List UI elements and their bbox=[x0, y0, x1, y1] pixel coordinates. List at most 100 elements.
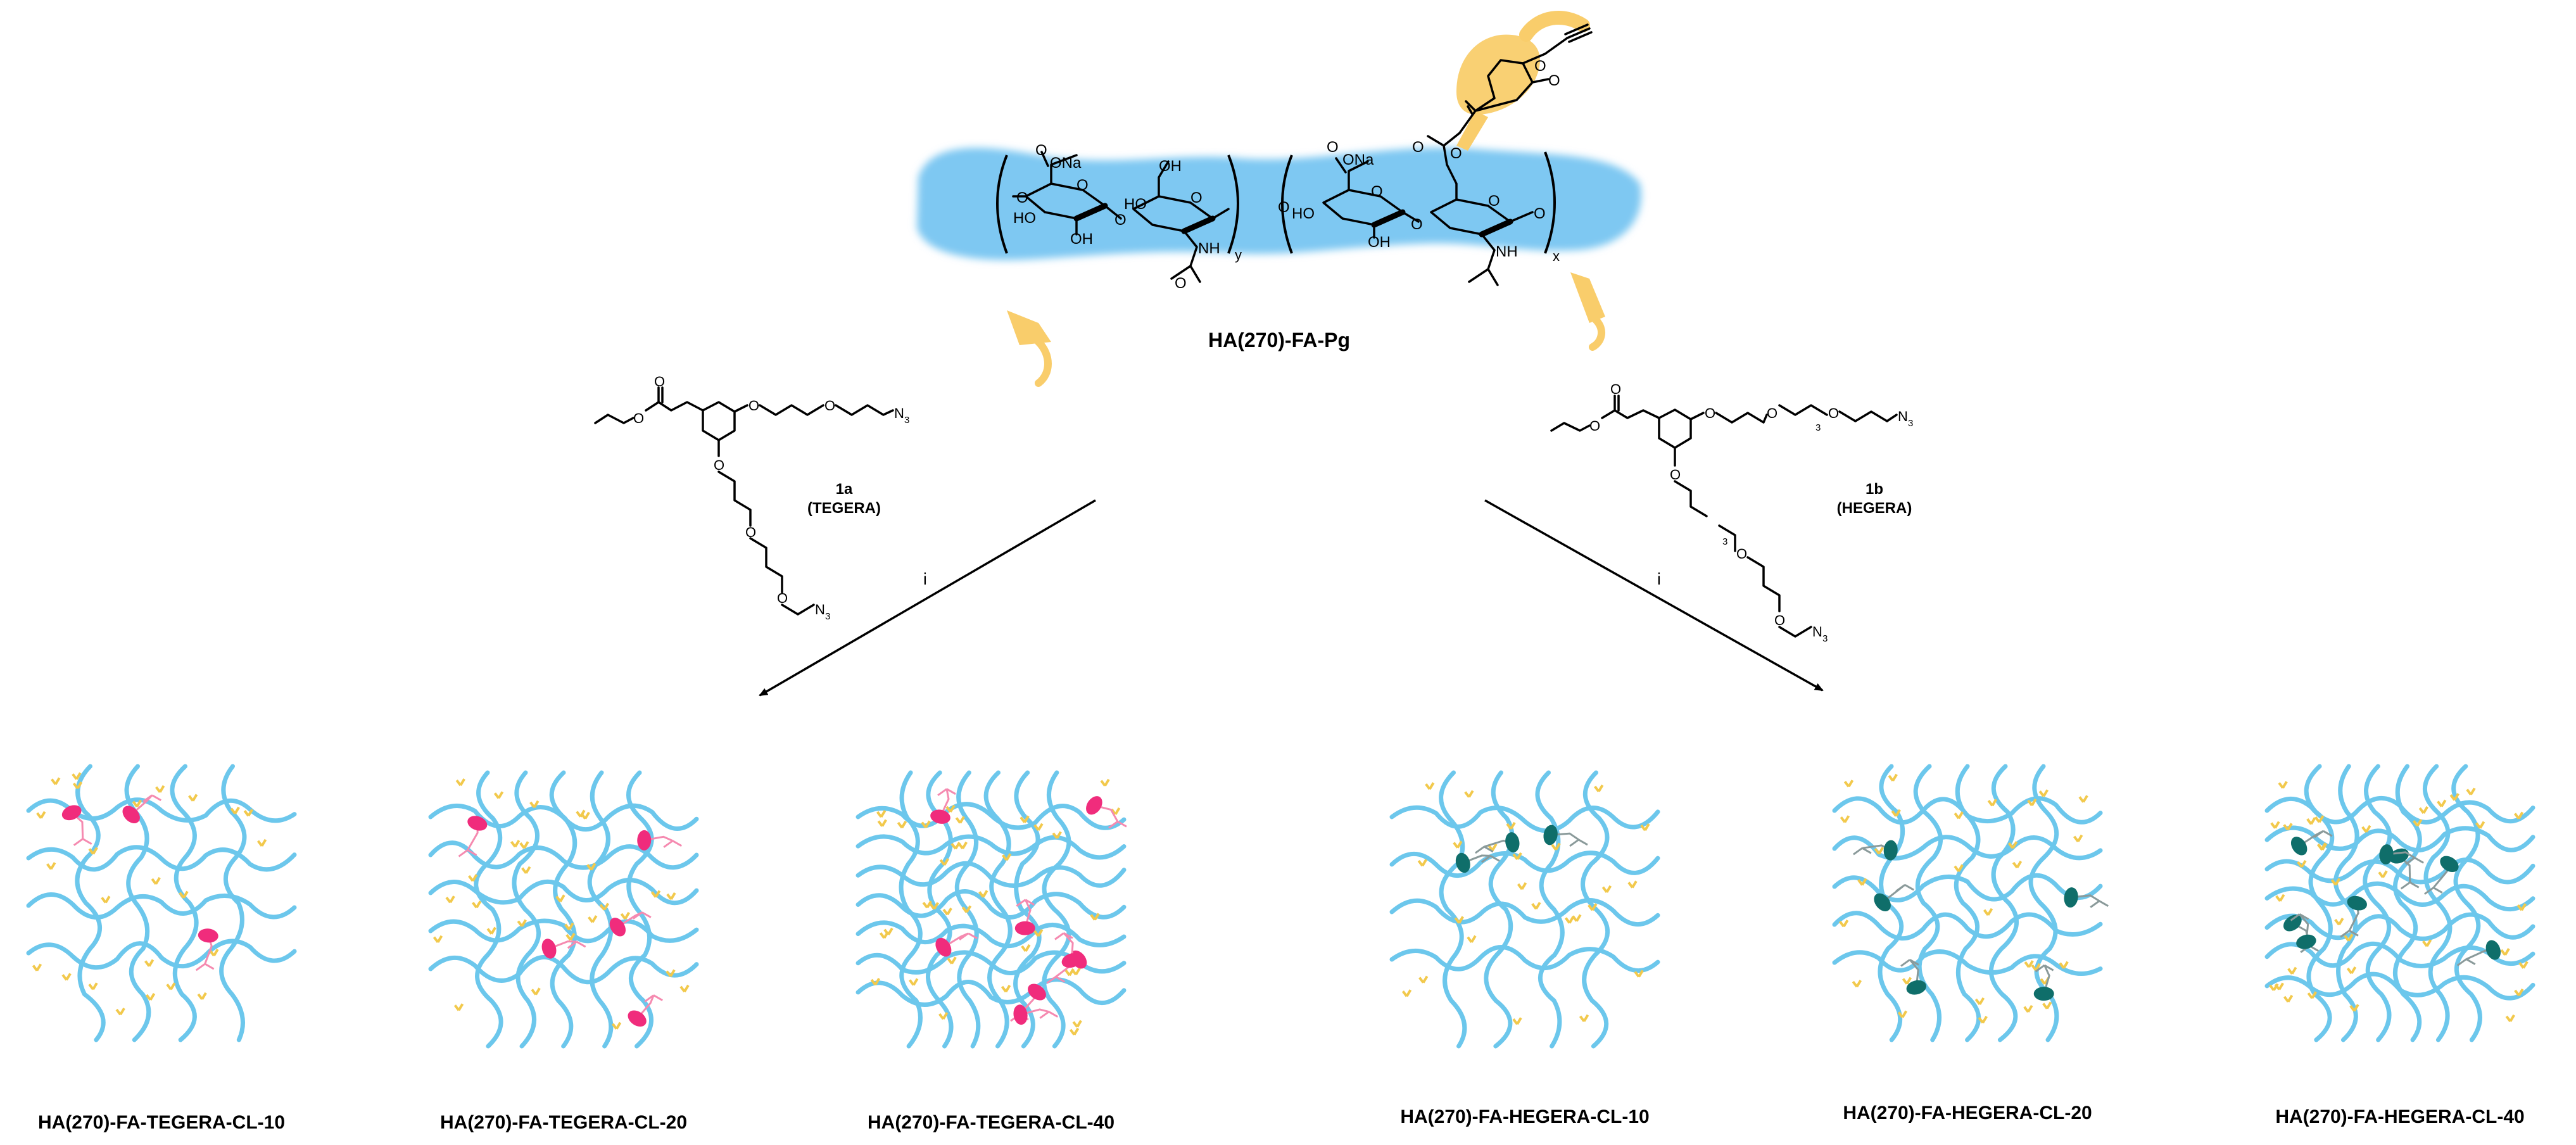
ferulic-mark bbox=[510, 840, 521, 848]
ha-chain bbox=[1042, 770, 1071, 1049]
ferulic-mark bbox=[531, 987, 541, 996]
atom-ona-right: ONa bbox=[1342, 151, 1374, 168]
tegera-crosslinker bbox=[122, 806, 140, 824]
ferulic-mark bbox=[1974, 997, 1985, 1006]
network-4 bbox=[1389, 770, 1660, 1049]
ferulic-mark bbox=[432, 935, 443, 944]
ha-chain bbox=[1832, 949, 2103, 977]
atom-1b-o-3: O bbox=[1828, 405, 1839, 421]
ferulic-mark bbox=[1072, 1020, 1082, 1028]
atom-1a-o-ester: O bbox=[633, 410, 644, 426]
ha-chain bbox=[26, 939, 297, 970]
atom-o-carbonyl-2: O bbox=[1175, 275, 1187, 292]
ferulic-mark bbox=[1052, 831, 1062, 839]
tegera-crosslinker bbox=[467, 816, 488, 831]
hegera-crosslinker bbox=[1543, 825, 1558, 845]
ha-chain bbox=[474, 770, 503, 1049]
ferulic-mark bbox=[921, 820, 931, 828]
subscript-y: y bbox=[1235, 247, 1242, 263]
hegera-crosslinker bbox=[1906, 980, 1927, 995]
ferulic-mark bbox=[101, 895, 111, 904]
atom-o-carbonyl-4: O bbox=[1412, 139, 1424, 156]
tegera-crosslinker bbox=[935, 937, 952, 957]
ha-chain bbox=[1389, 945, 1660, 973]
hegera-crosslinker bbox=[2290, 837, 2308, 856]
ferulic-mark bbox=[2437, 799, 2447, 807]
ferulic-mark bbox=[2297, 859, 2307, 868]
ferulic-mark bbox=[1517, 882, 1527, 890]
ferulic-mark bbox=[978, 890, 988, 898]
atom-1b-o-carbonyl: O bbox=[1610, 381, 1621, 397]
ferulic-mark bbox=[2413, 819, 2423, 827]
ha-chain bbox=[2264, 881, 2535, 912]
atom-o-link-2: O bbox=[1114, 212, 1127, 229]
ha-chain bbox=[428, 878, 699, 906]
ferulic-mark bbox=[2334, 918, 2344, 926]
ha-chain bbox=[954, 770, 981, 1049]
ferulic-mark bbox=[1069, 1027, 1080, 1035]
ferulic-mark bbox=[88, 847, 98, 855]
crosslinker-1a-name: (TEGERA) bbox=[807, 500, 881, 517]
ferulic-mark bbox=[1425, 782, 1435, 790]
ferulic-mark bbox=[472, 901, 482, 909]
ferulic-mark bbox=[1857, 878, 1867, 886]
ferulic-mark bbox=[879, 931, 890, 939]
ferulic-mark bbox=[1627, 880, 1638, 889]
ferulic-mark bbox=[1601, 885, 1612, 894]
hegera-crosslinker bbox=[1874, 893, 1891, 911]
repeat-1b-2: 3 bbox=[1722, 536, 1727, 547]
ferulic-mark bbox=[1033, 823, 1044, 831]
atom-1b-azide-1: N bbox=[1898, 408, 1908, 424]
ferulic-mark bbox=[1001, 853, 1012, 861]
ferulic-mark bbox=[32, 963, 42, 971]
atom-1a-azide-2-sub: 3 bbox=[825, 611, 830, 622]
subscript-x: x bbox=[1553, 248, 1560, 264]
tegera-crosslinker bbox=[1014, 921, 1035, 935]
atom-oh-3: OH bbox=[1368, 234, 1391, 251]
tegera-crosslinker bbox=[61, 805, 82, 821]
ha-chain bbox=[587, 770, 614, 1049]
ha-chain bbox=[549, 770, 578, 1049]
ferulic-mark bbox=[115, 1008, 125, 1016]
ferulic-mark bbox=[2500, 947, 2510, 956]
atom-o-fa-1: O bbox=[1534, 58, 1546, 75]
ha-chain bbox=[428, 955, 699, 985]
atom-ho-2: HO bbox=[1124, 196, 1147, 213]
tegera-crosslinker bbox=[1013, 1004, 1028, 1025]
tegera-crosslinker bbox=[637, 830, 652, 851]
network-3 bbox=[856, 770, 1127, 1049]
ferulic-mark bbox=[555, 894, 565, 902]
ha-chain bbox=[1484, 770, 1515, 1049]
network-1 bbox=[26, 764, 297, 1042]
ha-structure: ONa O O O HO OH O OH HO O NH O y O ONa O… bbox=[996, 23, 1593, 351]
ferulic-mark bbox=[145, 992, 156, 1001]
ferulic-mark bbox=[209, 949, 219, 957]
ferulic-mark bbox=[2514, 988, 2524, 997]
ferulic-mark bbox=[950, 842, 961, 850]
ferulic-mark bbox=[1100, 778, 1110, 787]
ferulic-mark bbox=[876, 809, 887, 818]
ferulic-mark bbox=[1897, 1010, 1908, 1018]
atom-1a-o-4: O bbox=[745, 524, 756, 540]
atom-o-link-1: O bbox=[1016, 189, 1028, 206]
ferulic-mark bbox=[2316, 842, 2327, 851]
ferulic-mark bbox=[2378, 870, 2388, 878]
ferulic-mark bbox=[256, 838, 267, 847]
ferulic-mark bbox=[2007, 841, 2018, 849]
ferulic-mark bbox=[1071, 967, 1081, 976]
tegera-crosslinker bbox=[541, 939, 557, 959]
ferulic-mark bbox=[599, 902, 610, 911]
ha-chain bbox=[1389, 805, 1660, 833]
backbone-blob bbox=[917, 148, 1641, 260]
atom-1b-o-2: O bbox=[1767, 405, 1777, 421]
ferulic-mark bbox=[197, 992, 207, 1001]
crosslinker-1b-name: (HEGERA) bbox=[1837, 500, 1912, 517]
ferulic-mark bbox=[1987, 799, 1997, 807]
ha-chain bbox=[1439, 770, 1467, 1049]
ferulic-mark bbox=[2278, 781, 2288, 789]
hegera-crosslinker bbox=[1883, 840, 1898, 861]
ferulic-hook-right bbox=[1570, 272, 1605, 351]
atom-1a-o-2: O bbox=[824, 398, 835, 414]
ferulic-mark bbox=[1417, 859, 1428, 867]
ferulic-mark bbox=[166, 982, 176, 990]
